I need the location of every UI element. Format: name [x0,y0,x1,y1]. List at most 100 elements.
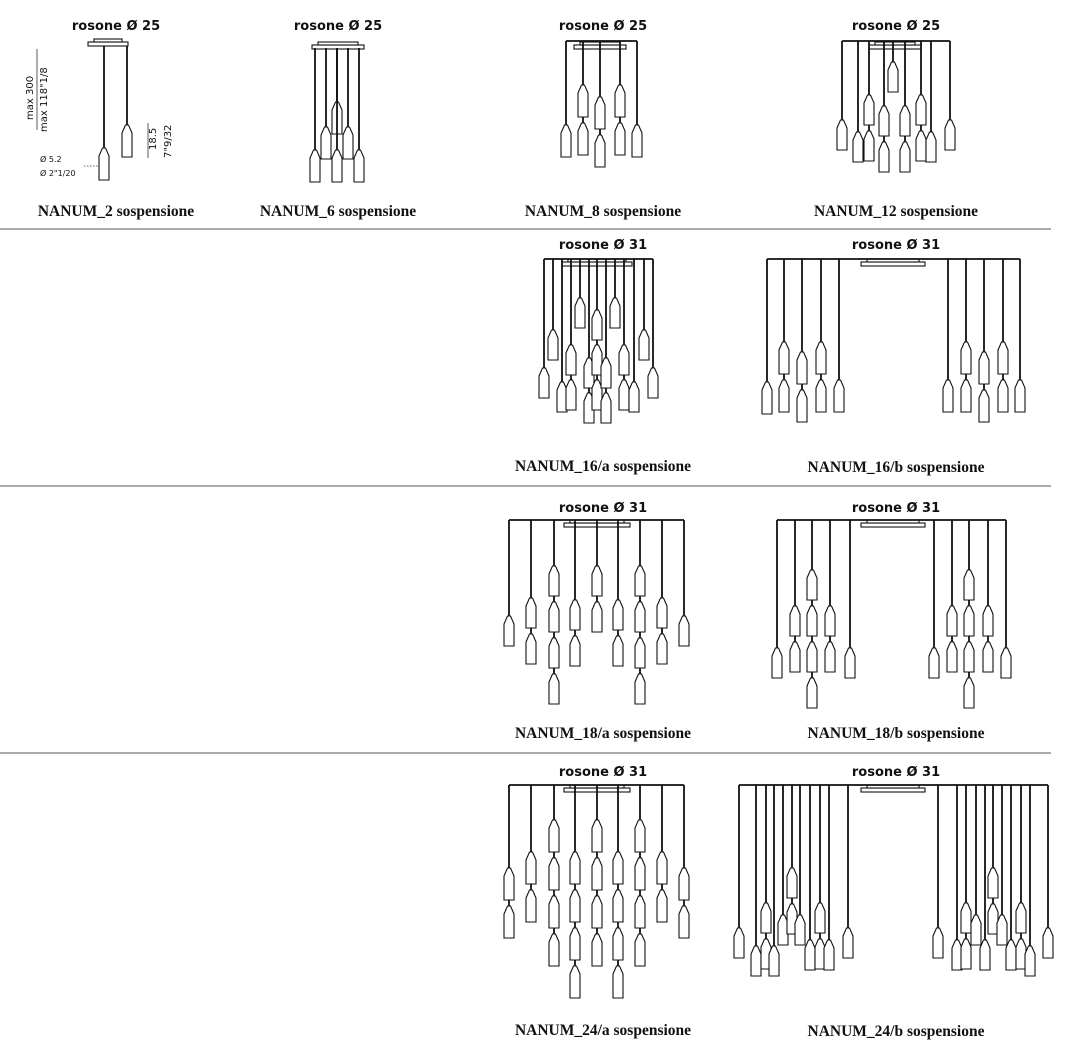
pendant-glass [794,914,806,946]
dimension-diameter-in: Ø 2"1/20 [40,168,76,178]
pendant-glass [569,599,581,631]
pendant-glass [960,379,972,413]
pendant-glass [915,130,927,162]
pendant-glass [614,122,626,156]
pendant-glass [946,605,958,637]
drawing-n24a [503,784,690,999]
pendant-glass [503,615,515,647]
dimension-height-cm: 18.5 [148,128,159,150]
pendant-glass [98,147,110,181]
pendant-glass [778,341,790,375]
pendant-glass [548,565,560,597]
drawing-n12 [836,40,956,173]
pendant-glass [525,851,537,885]
pendant-glass [960,938,972,970]
dimension-max-cm: max 300 [25,76,36,120]
pendant-glass [656,889,668,923]
pendant-glass [987,867,999,899]
lamp-drawings [87,38,1054,999]
dimension-max-in: max 118"1/8 [39,67,50,132]
pendant-glass [833,379,845,413]
product-title-n8: NANUM_8 sospensione [525,203,681,220]
pendant-glass [503,905,515,939]
pendant-glass [565,379,577,411]
product-title-n18a: NANUM_18/a sospensione [515,725,691,742]
pendant-glass [887,61,899,93]
pendant-glass [574,297,586,329]
drawing-n16a [538,258,659,424]
pendant-glass [634,933,646,967]
pendant-glass [1014,379,1026,413]
pendant-glass [836,119,848,151]
pendant-glass [612,851,624,885]
pendant-glass [547,329,559,361]
pendant-glass [978,389,990,423]
rosone-canopy [860,787,926,793]
drawing-n18b [771,519,1012,709]
pendant-glass [678,905,690,939]
pendant-glass [634,857,646,891]
pendant-glass [525,889,537,923]
pendant-glass [960,902,972,934]
pendant-glass [634,601,646,633]
pendant-glass [656,633,668,665]
pendant-glass [928,647,940,679]
pendant-glass [946,641,958,673]
pendant-glass [600,357,612,389]
rosone-canopy [311,44,365,50]
pendant-glass [320,126,332,160]
rosone-label-n2: rosone Ø 25 [72,19,160,34]
pendant-glass [806,605,818,637]
pendant-glass [614,84,626,118]
pendant-glass [996,914,1008,946]
pendant-glass [569,889,581,923]
pendant-glass [503,867,515,901]
pendant-glass [823,939,835,971]
rosone-label-n18a: rosone Ø 31 [559,501,647,516]
pendant-glass [771,647,783,679]
pendant-glass [768,945,780,977]
pendant-glass [915,94,927,126]
product-title-n24a: NANUM_24/a sospensione [515,1022,691,1039]
product-title-n16b: NANUM_16/b sospensione [808,459,985,476]
pendant-glass [786,867,798,899]
rosone-canopy [868,44,922,50]
pendant-glass [824,641,836,673]
product-title-n2: NANUM_2 sospensione [38,203,194,220]
rosone-plate [93,38,123,43]
pendant-glass [1042,927,1054,959]
pendant-glass [594,96,606,130]
rosone-label-n12: rosone Ø 25 [852,19,940,34]
pendant-glass [591,565,603,597]
pendant-glass [556,381,568,413]
pendant-glass [982,641,994,673]
rosone-label-n6: rosone Ø 25 [294,19,382,34]
pendant-glass [591,933,603,967]
pendant-glass [548,933,560,967]
pendant-glass [618,379,630,411]
dimension-diameter-cm: Ø 5.2 [40,154,62,164]
pendant-glass [678,615,690,647]
pendant-glass [600,392,612,424]
pendant-glass [815,379,827,413]
rosone-label-n8: rosone Ø 25 [559,19,647,34]
pendant-glass [656,597,668,629]
pendant-glass [778,379,790,413]
pendant-glass [796,389,808,423]
pendant-glass [951,939,963,971]
pendant-glass [569,635,581,667]
dimension-height-in: 7"9/32 [163,125,174,158]
pendant-glass [591,601,603,633]
pendant-glass [815,341,827,375]
pendant-glass [309,149,321,183]
pendant-glass [944,119,956,151]
product-title-n18b: NANUM_18/b sospensione [808,725,985,742]
pendant-glass [982,605,994,637]
pendant-glass [796,351,808,385]
pendant-glass [594,134,606,168]
pendant-glass [638,329,650,361]
product-title-n16a: NANUM_16/a sospensione [515,458,691,475]
rosone-label-n16a: rosone Ø 31 [559,238,647,253]
pendant-glass [342,126,354,160]
